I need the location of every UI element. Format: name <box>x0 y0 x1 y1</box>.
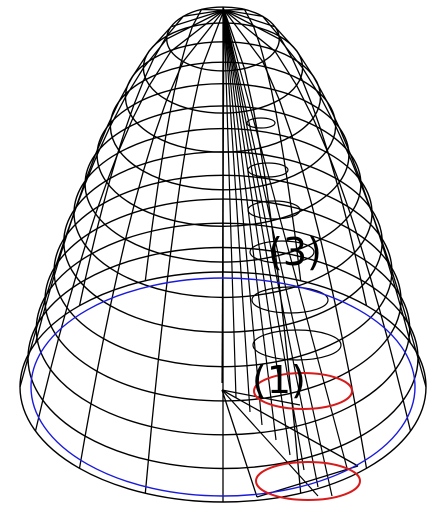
meridian-line <box>78 9 225 306</box>
meridian-line <box>223 9 368 469</box>
fan-line <box>223 9 305 471</box>
cut-edge-line <box>221 389 319 497</box>
meridian-line <box>223 9 412 344</box>
fan-line <box>223 9 251 413</box>
section-ellipse-lower <box>255 461 361 501</box>
label-region-3: (3) <box>268 230 322 274</box>
cross-section-curve <box>249 240 315 264</box>
inner-fan-lines <box>221 9 359 498</box>
cross-section-curve <box>252 329 342 361</box>
base-circle <box>30 277 416 497</box>
fan-line <box>223 9 348 469</box>
meridian-line <box>144 9 225 494</box>
cut-edge-line <box>221 389 301 406</box>
meridian-line <box>34 9 225 344</box>
fan-line <box>223 9 319 488</box>
meridian-line <box>78 9 225 469</box>
inner-slice-curves <box>246 117 342 361</box>
cut-edge-line <box>221 389 258 498</box>
meridian-line <box>223 8 302 281</box>
cross-section-curve <box>247 162 289 178</box>
meridian-line <box>223 9 368 306</box>
fan-line <box>223 9 333 497</box>
cross-section-curve <box>247 200 301 220</box>
fan-line <box>221 9 225 384</box>
cross-section-curve <box>251 286 329 314</box>
fan-line <box>223 9 237 399</box>
section-ellipse-upper <box>253 372 353 410</box>
fan-line <box>223 9 263 426</box>
meridian-line <box>144 8 225 281</box>
fan-line <box>223 9 277 441</box>
fan-line <box>223 9 291 456</box>
cross-section-curve <box>246 117 276 129</box>
cut-edge-line <box>221 389 359 467</box>
meridian-line <box>223 9 412 432</box>
meridian-line <box>34 9 225 432</box>
label-region-1: (1) <box>252 358 306 402</box>
meridian-line <box>223 9 302 494</box>
